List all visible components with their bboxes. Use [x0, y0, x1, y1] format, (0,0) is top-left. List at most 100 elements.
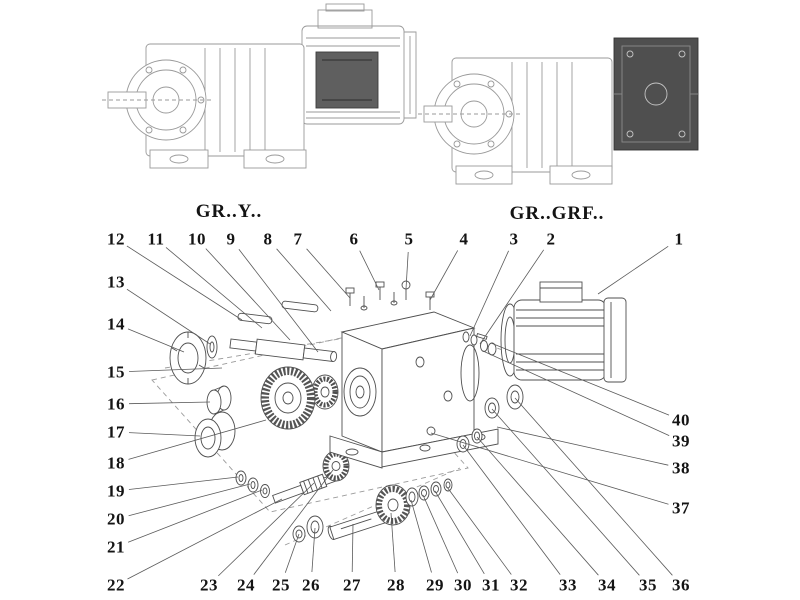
callout-33: 33	[559, 575, 577, 595]
leader-line-6	[359, 250, 380, 291]
leader-line-27	[351, 523, 354, 573]
callout-1: 1	[674, 229, 684, 249]
callout-7: 7	[293, 229, 303, 249]
callout-21: 21	[107, 537, 125, 557]
callout-9: 9	[226, 229, 236, 249]
leader-line-4	[429, 250, 459, 301]
variant-label-grf: GR..GRF..	[509, 203, 605, 224]
leader-line-38	[496, 426, 669, 466]
leader-line-15	[128, 367, 223, 372]
housing-part	[329, 311, 499, 469]
callout-18: 18	[107, 453, 125, 473]
callout-40: 40	[672, 410, 690, 430]
callout-13: 13	[107, 272, 125, 292]
leader-line-39	[482, 350, 670, 436]
callout-24: 24	[237, 575, 255, 595]
leader-line-14	[127, 328, 185, 353]
leader-line-22	[127, 498, 283, 580]
washer-parts-19-21	[235, 470, 270, 498]
callout-23: 23	[200, 575, 218, 595]
callout-30: 30	[454, 575, 472, 595]
assembled-unit-grf-illustration	[418, 37, 699, 185]
leader-line-3	[469, 250, 509, 337]
callout-11: 11	[147, 229, 165, 249]
callout-19: 19	[107, 481, 125, 501]
leader-line-16	[128, 401, 211, 405]
leader-line-21	[127, 489, 263, 543]
callout-36: 36	[672, 575, 690, 595]
callout-28: 28	[387, 575, 405, 595]
leader-line-37	[430, 432, 669, 505]
callout-26: 26	[302, 575, 320, 595]
leader-line-9	[238, 249, 319, 353]
leader-line-20	[128, 483, 251, 517]
leader-line-28	[390, 512, 396, 573]
callout-32: 32	[510, 575, 528, 595]
callout-34: 34	[598, 575, 616, 595]
callout-17: 17	[107, 422, 125, 442]
leader-line-13	[126, 288, 211, 345]
fastener-parts	[345, 280, 435, 311]
leader-line-5	[405, 251, 409, 290]
input-fastener-parts	[462, 331, 497, 356]
callout-15: 15	[107, 362, 125, 382]
leader-line-34	[476, 436, 599, 576]
gear-wheel-large	[260, 366, 316, 430]
leader-line-19	[128, 476, 239, 490]
bearing-part	[194, 411, 236, 458]
leader-line-25	[284, 533, 300, 573]
seal-ring-part	[169, 331, 218, 385]
callout-10: 10	[188, 229, 206, 249]
leader-line-18	[128, 419, 267, 460]
ring-parts-29-32	[405, 478, 453, 507]
leader-line-36	[514, 397, 673, 576]
gear-wheel-24	[322, 450, 350, 482]
gear-wheel-medium	[311, 374, 339, 410]
callout-31: 31	[482, 575, 500, 595]
callout-2: 2	[546, 229, 556, 249]
callout-38: 38	[672, 458, 690, 478]
callout-39: 39	[672, 431, 690, 451]
callout-5: 5	[404, 229, 414, 249]
motor-part	[500, 281, 627, 383]
leader-line-23	[218, 482, 315, 577]
leader-line-30	[422, 494, 459, 574]
variant-label-gry: GR..Y..	[195, 201, 263, 222]
callout-3: 3	[509, 229, 519, 249]
leader-line-11	[165, 247, 263, 329]
leader-line-29	[410, 499, 432, 573]
callout-37: 37	[672, 498, 690, 518]
callout-27: 27	[343, 575, 361, 595]
bearing-parts-25-26	[292, 515, 324, 543]
leader-line-1	[597, 245, 669, 295]
leader-line-7	[306, 248, 351, 299]
callout-20: 20	[107, 509, 125, 529]
leader-line-33	[462, 444, 561, 575]
callout-25: 25	[272, 575, 290, 595]
exploded-view-illustration	[151, 280, 627, 546]
callout-14: 14	[107, 314, 125, 334]
callout-29: 29	[426, 575, 444, 595]
leader-line-40	[490, 342, 670, 416]
leader-line-31	[434, 490, 485, 575]
gear-wheel-output	[375, 484, 411, 526]
leader-line-2	[479, 249, 545, 345]
callout-16: 16	[107, 394, 125, 414]
callout-35: 35	[639, 575, 657, 595]
leader-line-17	[128, 432, 201, 437]
leader-line-8	[276, 248, 332, 312]
callout-8: 8	[263, 229, 273, 249]
leader-line-24	[253, 469, 334, 575]
callout-6: 6	[349, 229, 359, 249]
input-shaft-assembly	[229, 338, 338, 363]
assembled-unit-gry-illustration	[102, 3, 417, 169]
leader-line-10	[205, 248, 291, 341]
callout-4: 4	[459, 229, 469, 249]
leader-line-26	[311, 527, 316, 573]
callout-12: 12	[107, 229, 125, 249]
leader-line-32	[446, 486, 512, 575]
leader-line-12	[126, 245, 243, 321]
